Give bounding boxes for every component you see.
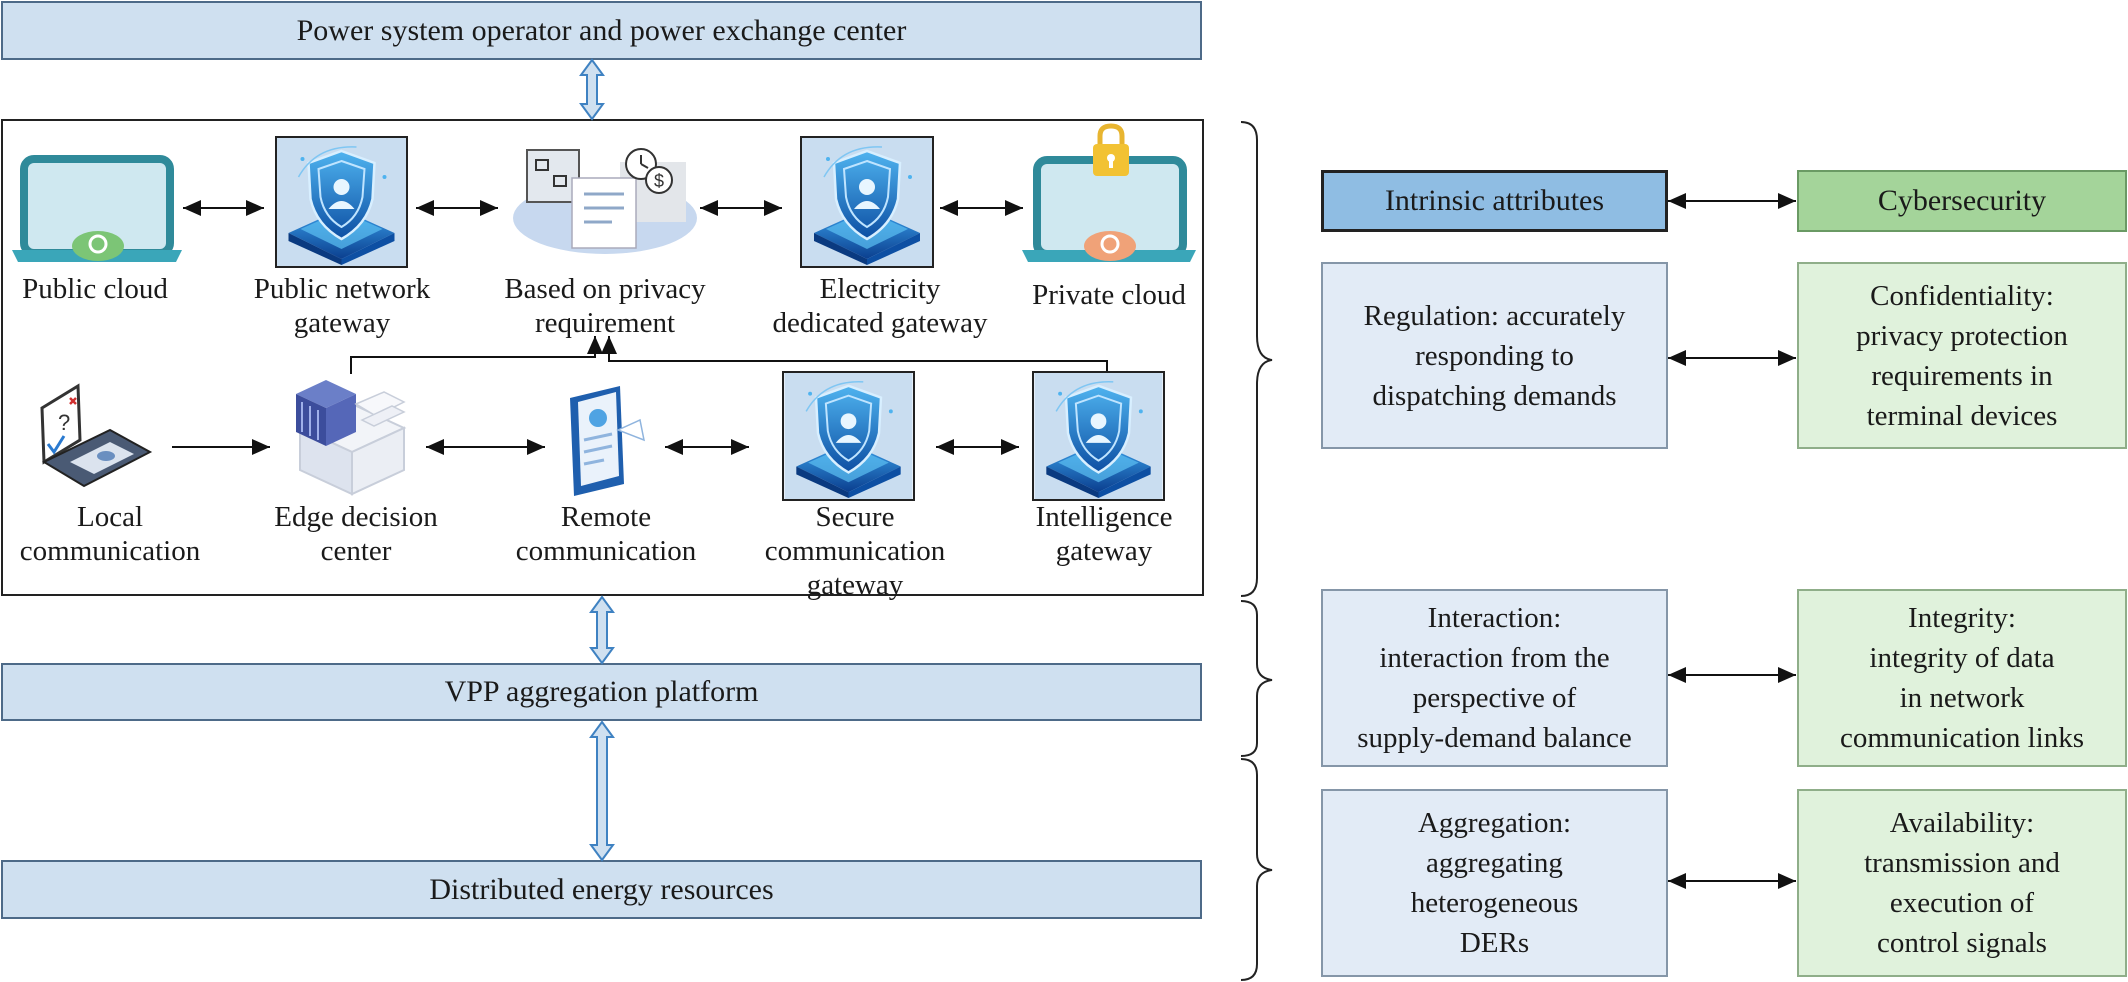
header-intrinsic-label: Intrinsic attributes bbox=[1384, 184, 1605, 217]
shield-gateway-icon bbox=[802, 137, 932, 267]
label-secure-gateway: Secure communication gateway bbox=[764, 501, 946, 601]
svg-text:$: $ bbox=[654, 171, 664, 191]
label-local-communication: Local communication bbox=[19, 501, 201, 567]
shield-gateway-icon bbox=[277, 137, 407, 267]
vpp-platform-label: VPP aggregation platform bbox=[444, 675, 759, 708]
label-public-network-gateway: Public network gateway bbox=[253, 273, 431, 339]
label-private-cloud: Private cloud bbox=[1032, 279, 1186, 311]
power-exchange-bar: Power system operator and power exchange… bbox=[1, 1, 1202, 60]
label-edge-decision-center: Edge decision center bbox=[274, 501, 438, 567]
shield-gateway-icon bbox=[1035, 372, 1163, 500]
header-cybersecurity: Cybersecurity bbox=[1797, 170, 2127, 232]
double-arrow-top bbox=[579, 58, 605, 121]
brace-communication bbox=[1240, 121, 1273, 597]
laptop-lock-icon bbox=[1022, 123, 1196, 262]
label-electricity-gateway: Electricity dedicated gateway bbox=[772, 273, 988, 339]
documents-privacy-icon: $ bbox=[513, 148, 697, 254]
cell-interaction: Interaction: interaction from the perspe… bbox=[1321, 589, 1668, 767]
label-remote-communication: Remote communication bbox=[515, 501, 697, 567]
laptop-cloud-icon bbox=[12, 155, 182, 262]
label-privacy-requirement: Based on privacy requirement bbox=[504, 273, 706, 339]
laptop-checklist-icon: ? bbox=[40, 383, 153, 488]
cell-regulation: Regulation: accurately responding to dis… bbox=[1321, 262, 1668, 449]
header-intrinsic-attributes: Intrinsic attributes bbox=[1321, 170, 1668, 232]
server-rack-icon bbox=[296, 380, 407, 496]
tablet-document-icon bbox=[570, 386, 646, 496]
label-public-cloud: Public cloud bbox=[22, 273, 168, 305]
label-intelligence-gateway: Intelligence gateway bbox=[1035, 501, 1173, 567]
der-label: Distributed energy resources bbox=[429, 872, 774, 906]
brace-vpp bbox=[1240, 600, 1273, 757]
cell-integrity: Integrity: integrity of data in network … bbox=[1797, 589, 2127, 767]
cell-aggregation: Aggregation: aggregating heterogeneous D… bbox=[1321, 789, 1668, 977]
double-arrow-bottom bbox=[589, 720, 615, 862]
shield-gateway-icon bbox=[785, 372, 913, 500]
svg-text:?: ? bbox=[58, 410, 70, 435]
brace-der bbox=[1240, 758, 1273, 981]
power-exchange-label: Power system operator and power exchange… bbox=[296, 13, 907, 47]
connector-edge-privacy bbox=[350, 336, 603, 374]
double-arrow-middle bbox=[589, 595, 615, 665]
vpp-platform-bar: VPP aggregation platform bbox=[1, 663, 1202, 721]
connector-intelligence-privacy bbox=[601, 336, 1108, 372]
header-cybersecurity-label: Cybersecurity bbox=[1877, 184, 2047, 217]
cell-confidentiality: Confidentiality: privacy protection requ… bbox=[1797, 262, 2127, 449]
der-bar: Distributed energy resources bbox=[1, 860, 1202, 919]
cell-availability: Availability: transmission and execution… bbox=[1797, 789, 2127, 977]
